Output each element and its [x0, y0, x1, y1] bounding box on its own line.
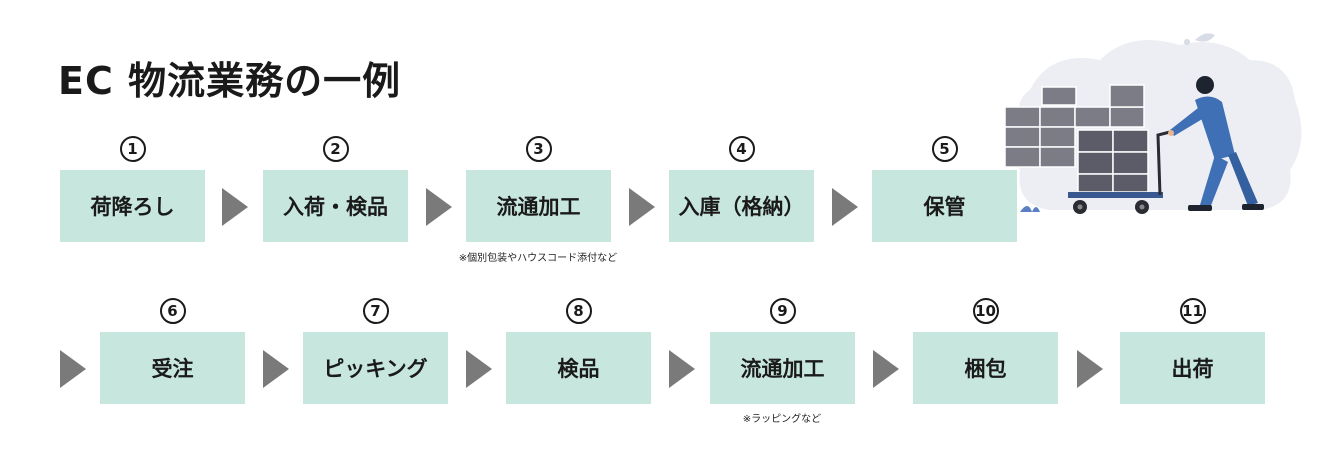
step-number: 11	[1179, 298, 1206, 324]
step-number: 2	[322, 136, 349, 162]
flow-arrow-icon	[832, 188, 858, 226]
flow-arrow-icon	[466, 350, 492, 388]
step-box: 受注	[100, 332, 245, 404]
step-box: 入荷・検品	[263, 170, 408, 242]
step-box: 保管	[872, 170, 1017, 242]
step-box: 梱包	[913, 332, 1058, 404]
step-box: 入庫（格納）	[669, 170, 814, 242]
step-box: 出荷	[1120, 332, 1265, 404]
step-number: 3	[525, 136, 552, 162]
step-box: 荷降ろし	[60, 170, 205, 242]
flow-arrow-icon	[873, 350, 899, 388]
step-note: ※ラッピングなど	[742, 414, 822, 425]
step-number: 5	[931, 136, 958, 162]
flow-arrow-icon	[426, 188, 452, 226]
step-number: 1	[119, 136, 146, 162]
step-number: 4	[728, 136, 755, 162]
step-box: 流通加工	[466, 170, 611, 242]
flow-arrow-icon	[669, 350, 695, 388]
step-number: 8	[565, 298, 592, 324]
warehouse-worker-pushing-cart-icon	[1004, 33, 1302, 214]
step-box: ピッキング	[303, 332, 448, 404]
step-number: 10	[972, 298, 999, 324]
step-number: 6	[159, 298, 186, 324]
flow-arrow-icon	[629, 188, 655, 226]
flow-arrow-icon	[222, 188, 248, 226]
page-title: EC 物流業務の一例	[58, 59, 402, 103]
step-box: 検品	[506, 332, 651, 404]
flow-arrow-icon	[263, 350, 289, 388]
step-box: 流通加工	[710, 332, 855, 404]
step-note: ※個別包装やハウスコード添付など	[458, 253, 618, 264]
step-number: 7	[362, 298, 389, 324]
step-number: 9	[769, 298, 796, 324]
flow-arrow-icon	[1077, 350, 1103, 388]
flow-arrow-icon	[60, 350, 86, 388]
